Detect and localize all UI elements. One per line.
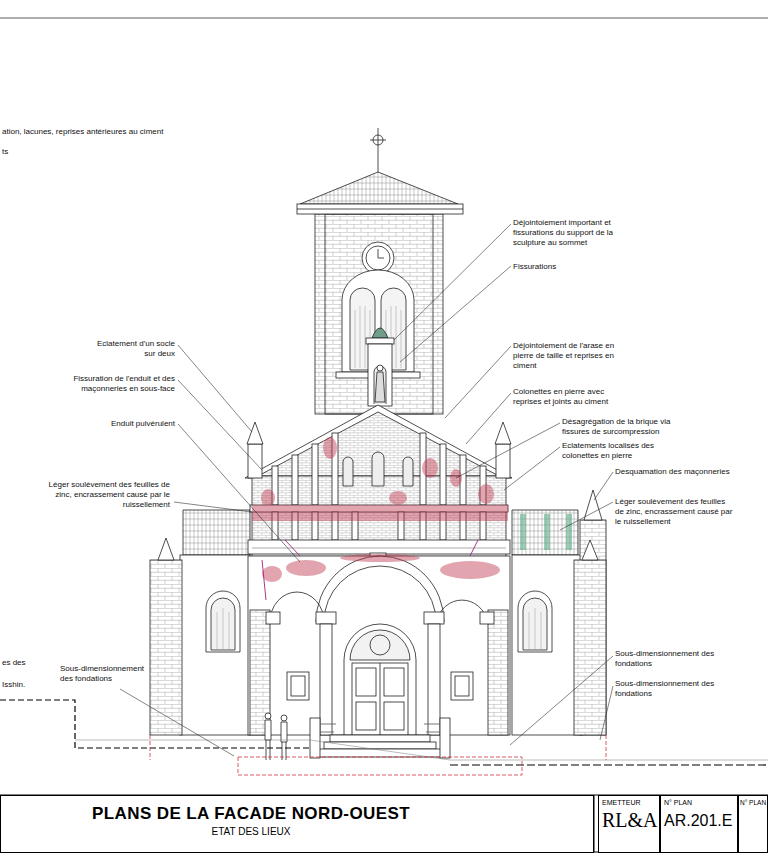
annotation-label: es des (2, 658, 42, 668)
annotation-label: Eclatements localisés des colonettes en … (562, 441, 672, 461)
annotation-label: ts (2, 147, 42, 157)
annotation-label: Fissuration de l'enduit et des maçonneri… (30, 374, 175, 394)
annotation-label: Sous-dimensionnement des fondations (615, 679, 715, 699)
annotation-label: Sous-dimensionnement des fondations (615, 649, 715, 669)
cell-value: AR.201.E (664, 812, 736, 830)
annotation-label: Fissurations (513, 262, 613, 272)
cell-heading: EMETTEUR (602, 799, 658, 807)
annotation-label: Enduit pulvérulent (70, 419, 175, 429)
annotation-label: Sous-dimensionnement des fondations (60, 664, 146, 684)
annotation-label: Déjointoiement important et fissurations… (513, 218, 619, 248)
title-block-cell: EMETTEUR RL&A (598, 795, 660, 853)
annotation-label: Léger soulèvement des feuilles de zinc, … (40, 480, 170, 510)
annotation-label: Isshin. (2, 680, 42, 690)
annotation-label: Eclatement d'un socle sur deux (95, 339, 175, 359)
annotation-label: Désagrégation de la brique via fissures … (562, 417, 672, 437)
annotation-label: Colonettes en pierre avec reprises et jo… (513, 387, 623, 407)
title-block-cell: N° PLAN (738, 795, 768, 853)
title-block-cell: PLANS DE LA FACADE NORD-OUEST ETAT DES LI… (0, 795, 594, 853)
annotation-label: Léger soulèvement des feuilles de zinc, … (615, 497, 735, 527)
cell-heading: N° PLAN (740, 799, 767, 806)
cell-value: RL&A (602, 809, 658, 832)
annotation-label: Déjointoiement de l'arase en pierre de t… (513, 341, 619, 371)
annotation-label: Desquamation des maçonneries (615, 467, 760, 477)
cell-value: ETAT DES LIEUX (1, 826, 501, 838)
cell-heading: PLANS DE LA FACADE NORD-OUEST (1, 804, 501, 824)
annotation-label: ation, lacunes, reprises antérieures au … (2, 127, 222, 137)
cell-heading: N° PLAN (664, 799, 736, 807)
title-block-cell: N° PLAN AR.201.E (660, 795, 738, 853)
